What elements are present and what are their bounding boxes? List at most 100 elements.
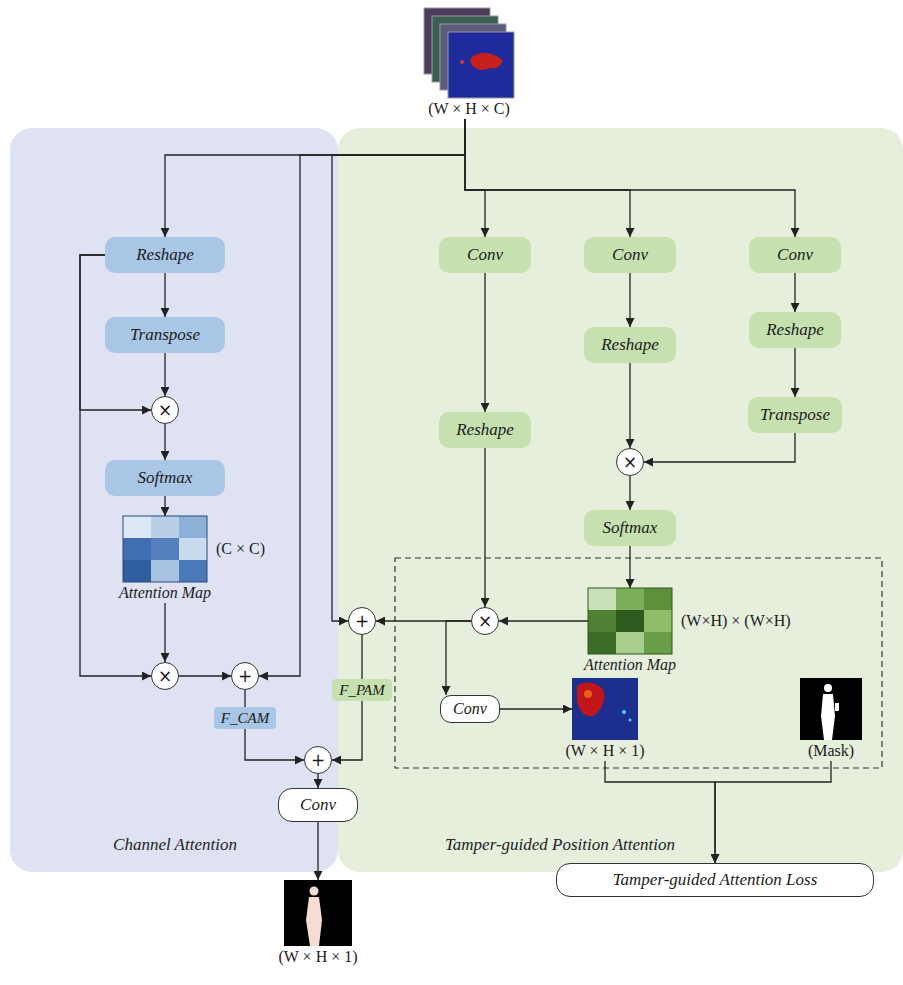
box-label: Reshape [456,420,514,440]
map-cell [588,610,616,632]
connector-arrow [484,448,485,607]
output-ground [284,880,352,946]
input-image: (W × H × C) [424,8,514,119]
box-label: Transpose [130,325,200,345]
image-caption: (W × H × 1) [565,741,644,761]
process-box: Softmax [584,510,676,546]
box-label: Conv [453,700,487,718]
box-label: Transpose [760,405,830,425]
connector-arrow [164,603,165,662]
panel-title: Tamper-guided Position Attention [445,835,675,855]
image-caption: (W × H × C) [428,99,510,119]
connector-arrow [446,621,471,695]
conv-box: Conv [278,788,358,822]
connector-arrow [465,119,630,237]
connector-arrow [465,119,485,237]
connector-arrow [500,708,572,709]
process-box: Reshape [439,412,531,448]
attention-map: (C × C)Attention Map [123,516,207,603]
operator-circle: × [471,607,499,635]
conv-box: Conv [440,695,500,723]
process-box: Conv [749,237,841,273]
output-mask [284,880,352,946]
connector-arrow [259,119,465,676]
map-cell [151,516,179,538]
connector-arrow [80,255,151,676]
connector-arrow [164,353,165,396]
operator-symbol: × [158,397,172,423]
operator-symbol: × [158,663,172,689]
connector-arrow [164,424,165,460]
connector-arrow [164,273,165,317]
channel-attention-map [123,516,207,582]
operator-circle: × [616,448,644,476]
map-frame [123,516,207,582]
output-body [306,897,322,946]
connector-arrow [465,119,795,237]
map-cell [588,632,616,654]
map-cell [151,538,179,560]
box-label: Conv [612,245,648,265]
map-cell [644,588,672,610]
connector-arrow [317,822,318,880]
process-box: Transpose [105,317,225,353]
ground-truth-mask [800,678,862,740]
map-cell [179,516,207,538]
noise-dot [460,60,464,64]
output-image: (W × H × 1) [284,880,352,967]
heatmap-blob [577,683,604,717]
input-image-stack [424,8,514,98]
loss-box: Tamper-guided Attention Loss [556,863,874,897]
map-cell [616,610,644,632]
dashed-bracket [395,558,882,768]
feature-label: F_PAM [332,679,392,701]
image-caption: (W × H × 1) [278,947,357,967]
connector-arrow [715,761,831,863]
connector-arrow [484,273,485,412]
image-caption: (C × C) [216,539,265,559]
feature-label: F_CAM [214,707,276,729]
heatmap-dot [629,719,632,722]
box-label: Softmax [603,518,658,538]
operator-circle: × [151,662,179,690]
mask-image: (Mask) [800,678,862,761]
mask-body [821,694,835,740]
attention-map: (W×H) × (W×H)Attention Map [588,588,672,675]
tamper-blob [470,53,502,70]
process-box: Reshape [749,312,841,348]
box-label: Reshape [766,320,824,340]
connector-arrow [629,273,630,327]
box-label: Conv [467,245,503,265]
mask-hand [835,703,839,711]
heatmap-ground [572,678,638,740]
process-box: Softmax [105,460,225,496]
box-label: Softmax [138,468,193,488]
map-cell [179,560,207,582]
image-caption: Attention Map [119,583,211,603]
process-box: Conv [439,237,531,273]
connector-arrow [629,546,630,588]
heatmap-dot [622,710,626,714]
operator-circle: + [304,746,332,774]
map-cell [151,560,179,582]
map-cell [616,588,644,610]
map-cell [123,560,151,582]
map-cell [644,632,672,654]
map-cell [179,538,207,560]
operator-symbol: × [478,608,492,634]
map-frame [588,588,672,654]
position-attention-map [588,588,672,654]
map-cell [588,588,616,610]
operator-symbol: + [238,663,252,689]
operator-symbol: × [623,449,637,475]
connector-arrow [80,255,151,410]
connector-arrow [499,620,588,621]
operator-circle: + [231,662,259,690]
map-cell [616,632,644,654]
image-caption: (Mask) [808,741,854,761]
image-caption: (W×H) × (W×H) [681,611,791,631]
connector-arrow [317,774,318,788]
connector-arrow [165,119,465,237]
